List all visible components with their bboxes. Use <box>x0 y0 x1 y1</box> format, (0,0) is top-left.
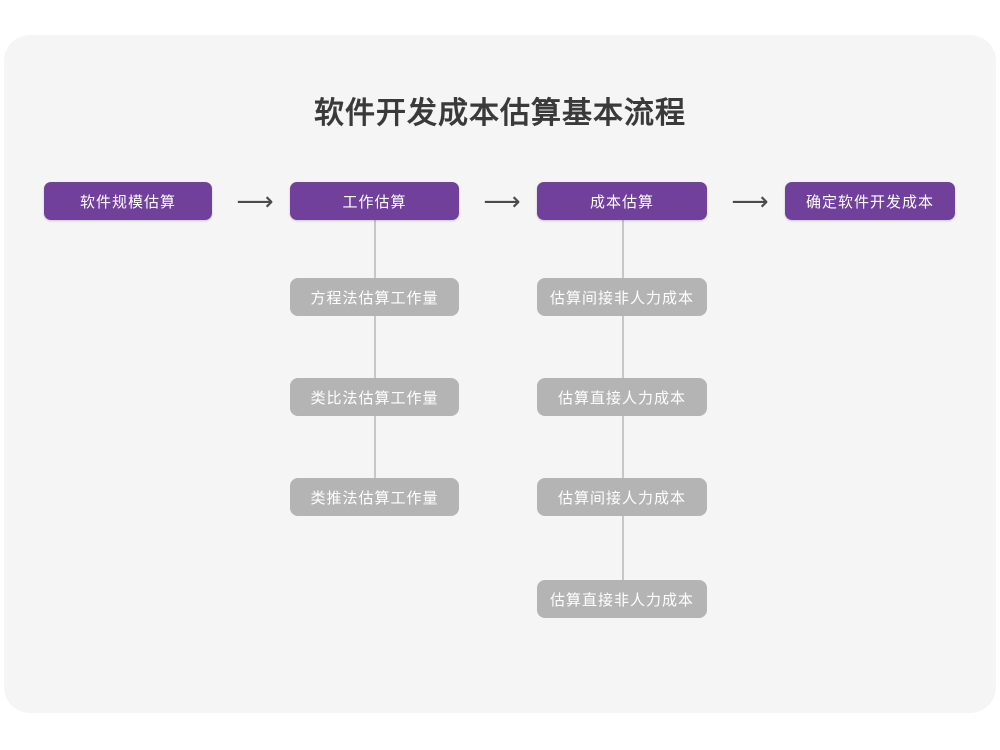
substep-node-label: 估算间接人力成本 <box>557 489 686 507</box>
flow-node-label: 成本估算 <box>589 193 654 211</box>
substep-node-stage2-1[interactable]: 方程法估算工作量 <box>290 278 459 316</box>
flow-node-label: 确定软件开发成本 <box>805 193 934 211</box>
substep-node-stage3-2[interactable]: 估算直接人力成本 <box>537 378 707 416</box>
flow-node-stage-4[interactable]: 确定软件开发成本 <box>785 182 955 220</box>
substep-node-stage3-1[interactable]: 估算间接非人力成本 <box>537 278 707 316</box>
substep-node-stage3-4[interactable]: 估算直接非人力成本 <box>537 580 707 618</box>
substep-node-label: 估算间接非人力成本 <box>549 289 694 307</box>
substep-node-label: 估算直接人力成本 <box>557 389 686 407</box>
flow-node-stage-1[interactable]: 软件规模估算 <box>44 182 212 220</box>
substep-node-stage2-2[interactable]: 类比法估算工作量 <box>290 378 459 416</box>
substep-node-label: 估算直接非人力成本 <box>549 591 694 609</box>
substep-node-label: 方程法估算工作量 <box>310 289 439 307</box>
page-title: 软件开发成本估算基本流程 <box>314 97 686 130</box>
arrow-3-icon: ⟶ <box>731 186 769 216</box>
substep-node-stage2-3[interactable]: 类推法估算工作量 <box>290 478 459 516</box>
substep-node-label: 类比法估算工作量 <box>310 389 439 407</box>
flow-node-label: 软件规模估算 <box>79 193 176 211</box>
flow-node-label: 工作估算 <box>342 193 407 211</box>
diagram-card <box>4 35 996 713</box>
flow-node-stage-3[interactable]: 成本估算 <box>537 182 707 220</box>
connector-line-stage2 <box>374 214 376 500</box>
arrow-1-icon: ⟶ <box>236 186 274 216</box>
arrow-2-icon: ⟶ <box>483 186 521 216</box>
flow-node-stage-2[interactable]: 工作估算 <box>290 182 459 220</box>
substep-node-stage3-3[interactable]: 估算间接人力成本 <box>537 478 707 516</box>
substep-node-label: 类推法估算工作量 <box>310 489 439 507</box>
